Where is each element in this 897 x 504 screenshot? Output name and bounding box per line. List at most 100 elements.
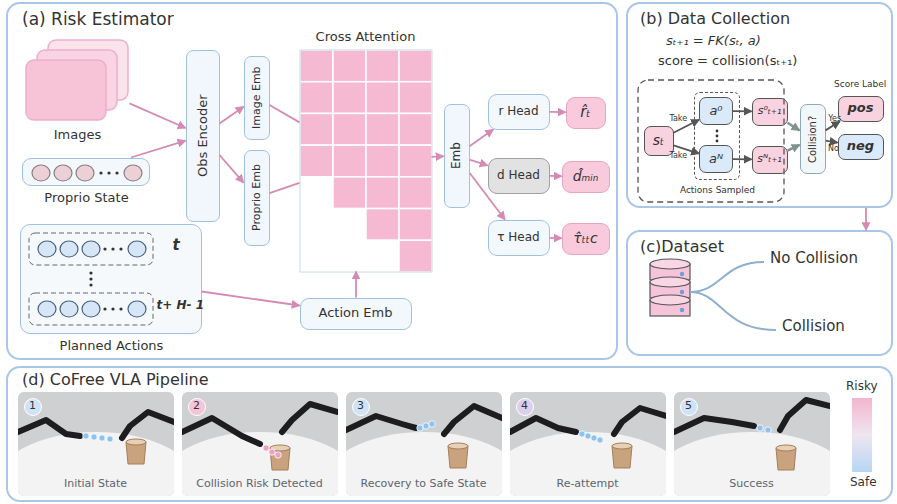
- robot-arm: [182, 418, 260, 444]
- table-surface: [18, 432, 174, 496]
- attention-cell: [366, 50, 399, 82]
- node-text: Action Emb: [301, 299, 411, 329]
- trajectory-dot: [262, 444, 268, 450]
- embedding-box: Proprio Emb: [244, 150, 270, 246]
- attention-cell: [333, 240, 366, 272]
- attention-cell: [399, 81, 432, 113]
- token: [60, 241, 78, 257]
- node-text: neg: [839, 135, 883, 159]
- output-box: r̂ₜ: [566, 97, 606, 129]
- ellipsis-dot: [111, 307, 114, 310]
- grid-border: [300, 50, 432, 272]
- encoder-box: Obs Encoder: [186, 50, 220, 222]
- table-surface: [510, 432, 666, 496]
- robot-arm: [346, 416, 416, 430]
- node-text: a⁰: [700, 98, 732, 124]
- node-text: Recovery to Safe State: [346, 478, 502, 491]
- head-box: r Head: [488, 94, 550, 130]
- trajectory-dot: [764, 426, 770, 432]
- robot-arm: [510, 418, 576, 432]
- token: [54, 165, 72, 181]
- callout-number: 3: [352, 398, 370, 416]
- callout-number: 5: [680, 398, 698, 416]
- output-box: τ̂ₜₜc: [562, 223, 610, 255]
- callout-number: 1: [24, 398, 42, 416]
- ellipsis-dot: [99, 171, 102, 174]
- photo-frame: 5Success: [674, 392, 830, 496]
- attention-grid: Cross Attention: [300, 50, 432, 272]
- class-label: Collision: [782, 318, 845, 335]
- node-text: Emb: [445, 105, 469, 207]
- attention-cell: [333, 145, 366, 177]
- token: [128, 241, 146, 257]
- node-text: Collision Risk Detected: [182, 478, 338, 491]
- connector: [470, 160, 488, 166]
- connector: [550, 237, 562, 239]
- robot-arm: [614, 408, 666, 434]
- sample-group: Actions Sampleda⁰aᴺ: [694, 92, 740, 180]
- node-text: Image Emb: [245, 57, 269, 139]
- connector: [826, 141, 838, 143]
- connector: [202, 292, 300, 306]
- connector: [220, 107, 244, 124]
- token: [60, 301, 78, 317]
- legend-text: Safe: [850, 476, 877, 489]
- cup-rim: [776, 445, 796, 451]
- connector: [270, 183, 300, 193]
- node-text: t+ H- 1: [157, 299, 205, 313]
- robot-arm: [18, 420, 80, 436]
- illustration: [300, 50, 432, 272]
- head-box: d Head: [488, 158, 550, 194]
- connector: [432, 155, 444, 157]
- ellipsis-dot: [111, 247, 114, 250]
- panel: (c)Dataset: [626, 230, 893, 356]
- attention-cell: [399, 113, 432, 145]
- connector: [733, 110, 752, 112]
- edge-label: Yes: [828, 115, 841, 124]
- ellipsis-dot: [103, 307, 106, 310]
- cup-rim: [448, 443, 468, 449]
- attention-cell: [399, 240, 432, 272]
- trajectory-dot: [422, 422, 428, 428]
- node-text: s⁰ₜ₊₁: [753, 99, 787, 125]
- label-node: neg: [838, 134, 884, 160]
- attention-cell: [333, 50, 366, 82]
- connector: [355, 272, 357, 298]
- panel: (d) CoFree VLA Pipeline1Initial State2Co…: [6, 366, 893, 502]
- node-text: τ̂ₜₜc: [563, 224, 609, 254]
- robot-arm: [122, 412, 174, 438]
- trajectory-dot: [90, 433, 96, 439]
- token: [38, 241, 56, 257]
- state-node: sₜ: [644, 126, 674, 156]
- node-text: d Head: [489, 159, 549, 193]
- attention-cell: [333, 113, 366, 145]
- node-text: t: [173, 237, 180, 254]
- attention-cell: [333, 176, 366, 208]
- ellipsis-dot: [119, 307, 122, 310]
- trajectory-dot: [274, 451, 280, 457]
- ellipsis-dot: [115, 171, 118, 174]
- ellipsis-dot: [119, 247, 122, 250]
- node-text: Images: [26, 128, 130, 143]
- attention-cell: [366, 145, 399, 177]
- connector: [865, 208, 867, 230]
- attention-cell: [300, 81, 333, 113]
- column-label: Score Label: [834, 80, 886, 90]
- ellipsis-dot: [89, 271, 92, 274]
- connector: [270, 105, 300, 122]
- token: [82, 301, 100, 317]
- photo-frame: 4Re-attempt: [510, 392, 666, 496]
- ellipsis-dot: [107, 171, 110, 174]
- action-node: a⁰: [699, 97, 733, 125]
- node-text: Proprio State: [23, 191, 151, 206]
- panel: (b) Data Collectionsₜ₊₁ = FK(sₜ, a)score…: [626, 2, 893, 208]
- node-text: d̂ₘᵢₙ: [563, 162, 609, 192]
- ellipsis-dot: [89, 283, 92, 286]
- cup-rim: [126, 439, 146, 445]
- class-label: No Collision: [770, 250, 858, 267]
- ellipsis-dot: [89, 277, 92, 280]
- dashed-bracket: [29, 233, 153, 265]
- attention-cell: [300, 145, 333, 177]
- connector: [788, 145, 800, 151]
